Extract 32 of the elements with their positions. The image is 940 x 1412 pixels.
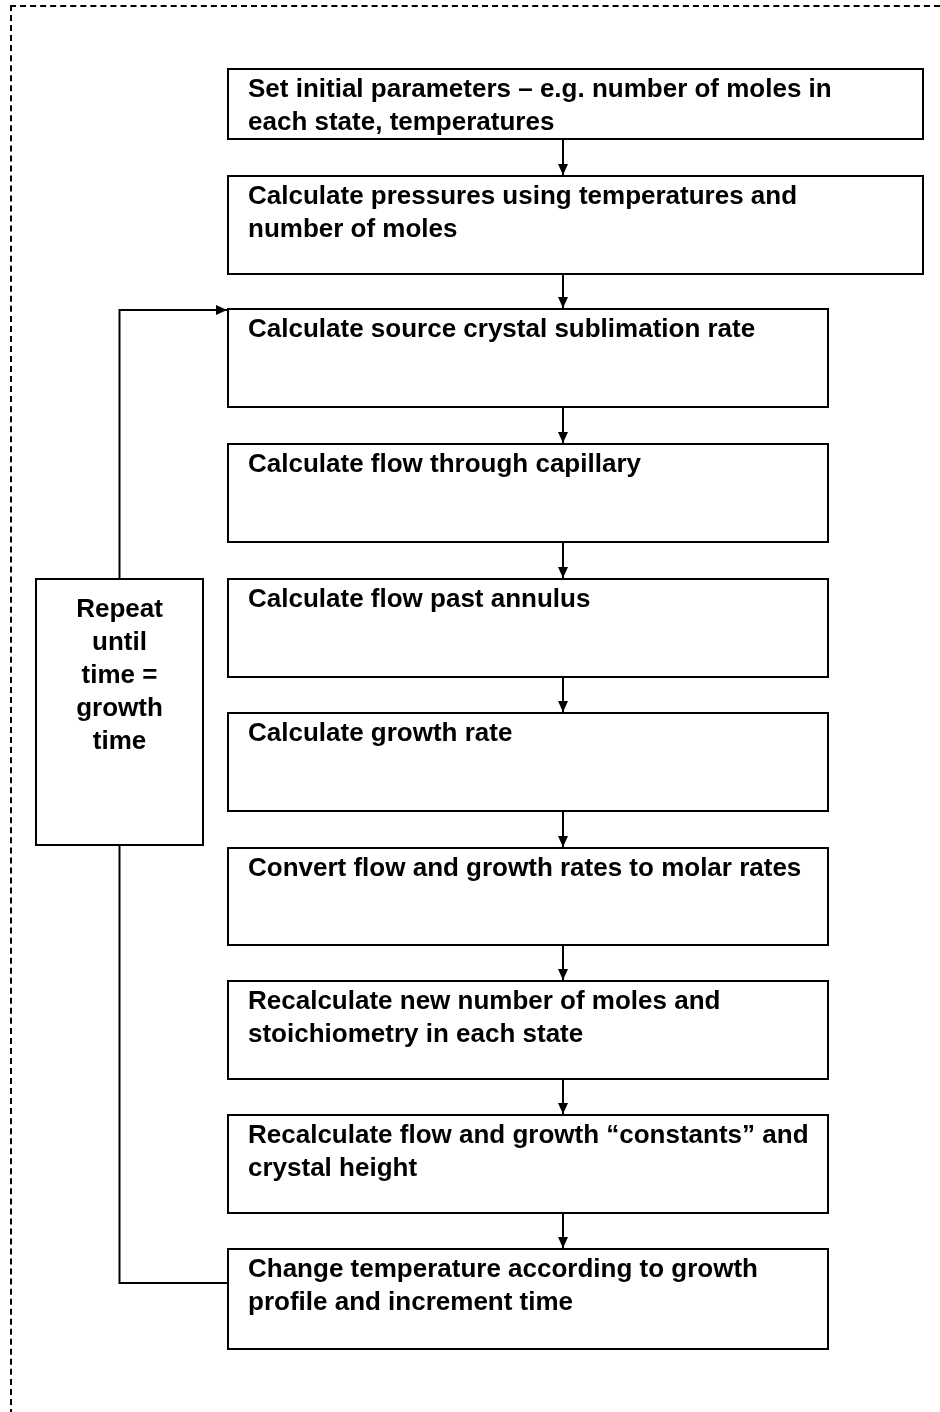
loop-box: [35, 578, 204, 846]
process-box: [227, 68, 924, 140]
process-box: [227, 980, 829, 1080]
step-text: Change temperature according to growth profile and increment time: [248, 1252, 759, 1318]
step-text: Calculate pressures using temperatures and number of moles: [248, 179, 799, 245]
step-text: Convert flow and growth rates to molar rates: [248, 851, 803, 884]
arrow: [558, 811, 568, 848]
arrow: [558, 1213, 568, 1249]
arrow: [558, 677, 568, 713]
process-box: [227, 1114, 829, 1214]
arrow: [558, 945, 568, 981]
step-text: Calculate flow through capillary: [248, 447, 642, 480]
step-text: Set initial parameters – e.g. number of moles in each state, temperatures: [248, 72, 833, 138]
step-text: Calculate flow past annulus: [248, 582, 592, 615]
arrow: [558, 274, 568, 309]
process-box: [227, 175, 924, 275]
arrow: [558, 542, 568, 579]
step-text: Calculate source crystal sublimation rate: [248, 312, 757, 345]
arrow: [558, 407, 568, 444]
arrow: [558, 139, 568, 176]
process-box: [227, 578, 829, 678]
process-box: [227, 1248, 829, 1350]
arrow: [118, 305, 228, 579]
step-text: Recalculate flow and growth “constants” and crystal height: [248, 1118, 810, 1184]
process-box: [227, 443, 829, 543]
step-text: Calculate growth rate: [248, 716, 514, 749]
arrow: [558, 1079, 568, 1115]
process-box: [227, 847, 829, 946]
process-box: [227, 308, 829, 408]
step-text: Repeat until time = growth time: [75, 592, 164, 757]
process-box: [227, 712, 829, 812]
step-text: Recalculate new number of moles and stoichiometry in each state: [248, 984, 722, 1050]
